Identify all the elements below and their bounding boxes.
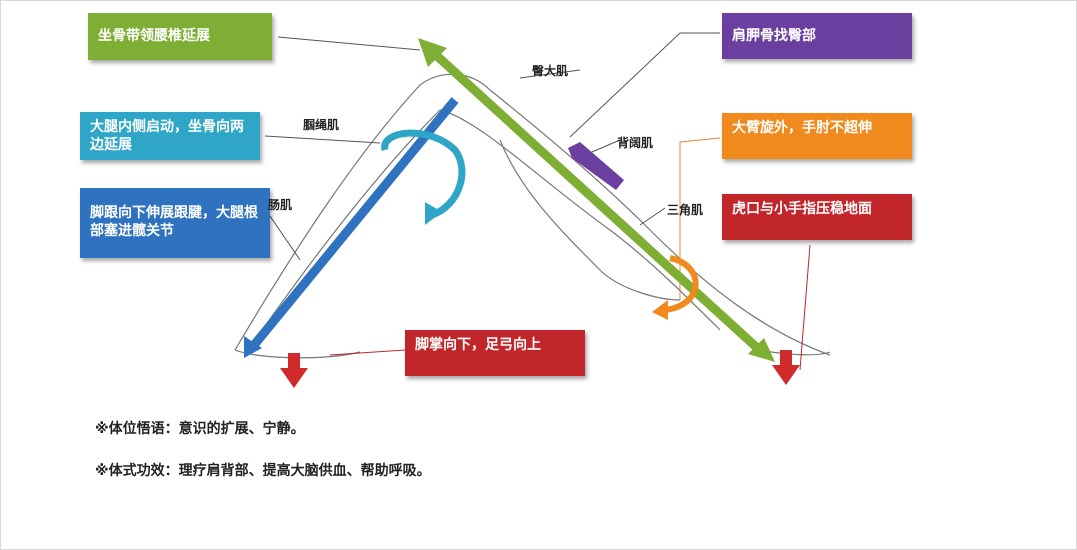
foot-box: 脚掌向下，足弓向上 xyxy=(405,330,585,376)
leader-lines xyxy=(264,32,811,371)
inner-thigh-box: 大腿内侧启动，坐骨向两边延展 xyxy=(80,112,260,160)
label-deltoid: 三角肌 xyxy=(667,203,704,217)
green-arrowhead-icon xyxy=(418,38,447,67)
rotation-arrow-icon xyxy=(381,129,466,219)
scapula-box: 肩胛骨找臀部 xyxy=(722,13,912,59)
label-gluteus: 臀大肌 xyxy=(532,64,569,78)
label-latissimus: 背阔肌 xyxy=(617,136,654,150)
leg-line xyxy=(246,97,459,353)
elbow-rotation-arrow-icon xyxy=(664,255,699,313)
scapula-arrow-icon xyxy=(568,142,624,190)
down-arrow-icon xyxy=(280,350,800,388)
benefit-note: ※体式功效：理疗肩背部、提高大脑供血、帮助呼吸。 xyxy=(95,463,431,479)
hand-box: 虎口与小手指压稳地面 xyxy=(722,194,912,240)
upper-arm-box: 大臂旋外，手肘不超伸 xyxy=(722,113,912,159)
sit-bone-box: 坐骨带领腰椎延展 xyxy=(88,13,272,60)
spine-arm-line xyxy=(421,41,769,359)
heel-box: 脚跟向下伸展跟腱，大腿根部塞进髋关节 xyxy=(80,188,270,258)
label-hamstring: 腘绳肌 xyxy=(303,118,340,132)
label-calf: 肠肌 xyxy=(268,198,293,212)
posture-note: ※体位悟语：意识的扩展、宁静。 xyxy=(95,421,305,437)
